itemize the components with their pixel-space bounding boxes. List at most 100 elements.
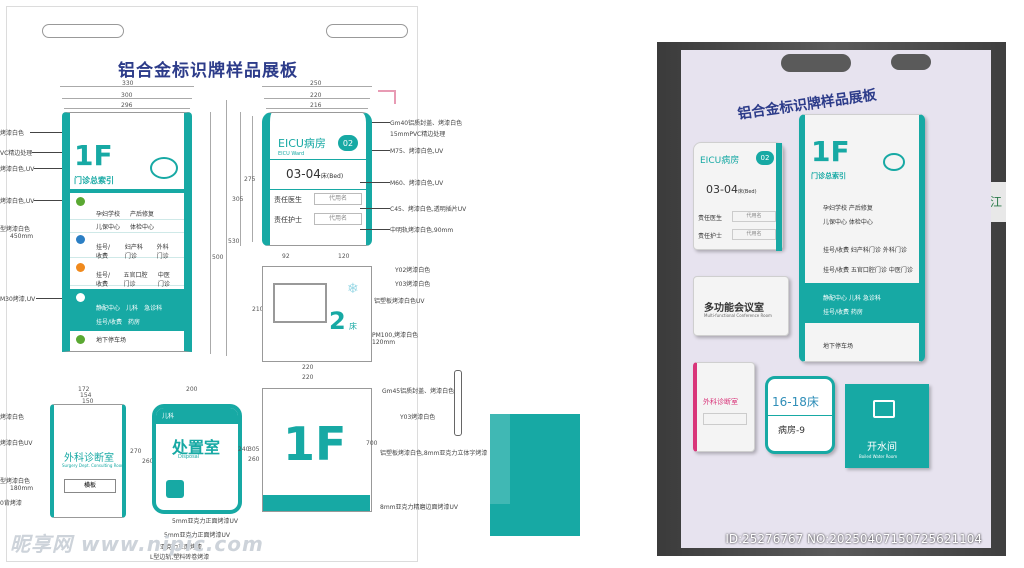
directory-row: 地下停车场: [96, 337, 127, 344]
dim-line: [252, 116, 253, 242]
person-icon: [166, 480, 184, 498]
clinic-title: 外科诊断室: [64, 453, 114, 464]
ward-sign: EICU病房 EICU Ward 02 03-04床(Bed) 责任医生 代用名…: [262, 112, 372, 246]
photo-water-subtitle: Boiled Water Room: [859, 454, 898, 459]
photo-clinic-title: 外科诊断室: [703, 398, 738, 406]
spec-note: M30烤漆,UV: [0, 296, 36, 303]
photo-ward-value: 代用名: [732, 211, 776, 222]
hanging-slot-right: [326, 24, 408, 38]
dim-label: 275: [244, 176, 256, 183]
faucet-icon: [873, 400, 895, 418]
leader-line: [30, 132, 62, 133]
spec-note: 烤漆白色UV: [0, 440, 33, 447]
divider: [70, 189, 184, 193]
directory-row: 挂号/收费妇产科门诊外科门诊: [70, 244, 184, 260]
photo-ward-sign: EICU病房 02 03-04床(Bed) 责任医生 代用名 责任护士 代用名: [693, 142, 783, 251]
spec-note: VC精边处理: [0, 150, 33, 157]
dim-line: [266, 108, 368, 109]
photo-directory-row: 地下停车场: [823, 343, 854, 350]
spec-note: 烤漆白色,UV: [0, 198, 35, 205]
photo-water-sign: 开水间 Boiled Water Room: [845, 384, 929, 468]
dim-label: 300: [121, 92, 133, 99]
directory-row: 挂号/收费五官口腔门诊中医门诊: [70, 272, 184, 288]
dim-line: [264, 98, 370, 99]
sample-board-photo: 江 铝合金标识牌样品展板 EICU病房 02 03-04床(Bed) 责任医生 …: [657, 42, 1006, 556]
hanging-slot-left: [42, 24, 124, 38]
directory-row: 挂号/收费 药房: [96, 319, 141, 326]
spec-note: 铝塑板烤漆白色,8mm亚克力立体字烤漆: [380, 450, 488, 457]
spec-note: 烤漆白色,UV: [0, 166, 35, 173]
dim-label: 240: [238, 446, 250, 453]
ward-bed: 03-04床(Bed): [286, 167, 344, 181]
directory-row: 孕妇学校产后修复: [70, 207, 184, 220]
dim-label: 200: [186, 386, 198, 393]
leader-line: [372, 150, 390, 151]
row-badge-icon: [76, 335, 85, 344]
directory-row: 静配中心 儿科 急诊科: [96, 305, 163, 312]
photo-ward-edge: [776, 143, 782, 251]
spec-note: M60、烤漆白色,UV: [390, 180, 444, 187]
image-id-label: ID:25276767 NO:20250407150725621104: [725, 532, 982, 546]
dim-label: 260: [248, 456, 260, 463]
dim-label: 172: [78, 386, 90, 393]
spec-note: 15mmPVC精边处理: [390, 131, 446, 138]
photo-meeting-title: 多功能会议室: [704, 303, 764, 314]
photo-directory-row: 挂号/收费 五官口腔门诊 中医门诊: [823, 267, 913, 274]
ward-row-value: 代用名: [314, 193, 362, 205]
dim-line: [62, 98, 192, 99]
board-hanging-hole: [891, 54, 931, 70]
leader-line: [34, 168, 62, 169]
floor-number: 1F: [283, 417, 347, 471]
dim-label: 530: [228, 238, 240, 245]
dim-label: 216: [310, 102, 322, 109]
photo-directory-row: 孕妇学校 产后修复: [823, 205, 873, 212]
spec-note: 450mm: [10, 233, 34, 240]
ward-row-label: 责任医生: [274, 196, 302, 204]
photo-directory-row: 儿保中心 体检中心: [823, 219, 873, 226]
photo-ward-row: 责任医生: [698, 215, 723, 222]
spec-note: Gm40铝质封盖、烤漆白色: [390, 120, 463, 127]
dim-line: [240, 112, 241, 246]
floor-sign: 1F: [262, 388, 372, 512]
spec-note: 5mm亚克力正面烤漆UV: [164, 532, 231, 539]
spec-note: Gm45铝质封盖、烤漆白色: [382, 388, 455, 395]
dim-label: 154: [80, 392, 92, 399]
divider: [270, 189, 366, 190]
photo-ward-bed: 03-04床(Bed): [706, 183, 757, 196]
dim-label: 150: [82, 398, 94, 405]
spec-note: 亚克力正面烤漆: [160, 544, 203, 551]
row-badge-icon: [76, 263, 85, 272]
leader-line: [36, 298, 62, 299]
panel-shade: [490, 414, 510, 504]
board-hanging-hole: [781, 54, 851, 72]
photo-ward-row: 责任护士: [698, 233, 723, 240]
photo-directory-sign: 1F 门诊总索引 孕妇学校 产后修复 儿保中心 体检中心 挂号/收费 妇产科门诊…: [799, 114, 925, 362]
photo-ward-badge: 02: [756, 151, 774, 165]
spec-note: 120mm: [372, 339, 396, 346]
spec-note: 型烤漆白色: [0, 226, 31, 233]
dim-label: 260: [142, 458, 154, 465]
spec-note: 烤漆白色: [0, 130, 25, 137]
watermark: 昵享网 www.nipic.com: [10, 532, 264, 556]
spec-note: PM100,烤漆白色: [372, 332, 419, 339]
spec-note: 型烤漆白色: [0, 478, 31, 485]
floor-sign-base: [263, 495, 370, 511]
dim-label: 220: [310, 92, 322, 99]
dim-line: [226, 100, 227, 356]
leader-line: [360, 182, 390, 183]
dim-line: [262, 86, 372, 87]
directory-row: 儿保中心体检中心: [70, 220, 184, 233]
photo-directory-floor: 1F: [811, 135, 850, 168]
ward-badge: 02: [338, 135, 358, 151]
spec-note: 5mm亚克力正面烤漆UV: [172, 518, 239, 525]
dim-label: 210: [252, 306, 264, 313]
disposal-subtitle: Disposal: [178, 454, 200, 460]
disposal-sign: 儿科 处置室 Disposal: [152, 404, 242, 514]
dim-line: [60, 86, 194, 87]
photo-bed-sign: 16-18床 病房-9: [765, 376, 835, 454]
spec-note: C45、烤漆白色,透明插片UV: [390, 206, 467, 213]
photo-bed-room: 病房-9: [778, 426, 805, 436]
spec-note: 8mm亚克力精磨边面烤漆UV: [380, 504, 459, 511]
photo-ward-title: EICU病房: [700, 156, 740, 166]
sheet-title: 铝合金标识牌样品展板: [118, 61, 298, 81]
